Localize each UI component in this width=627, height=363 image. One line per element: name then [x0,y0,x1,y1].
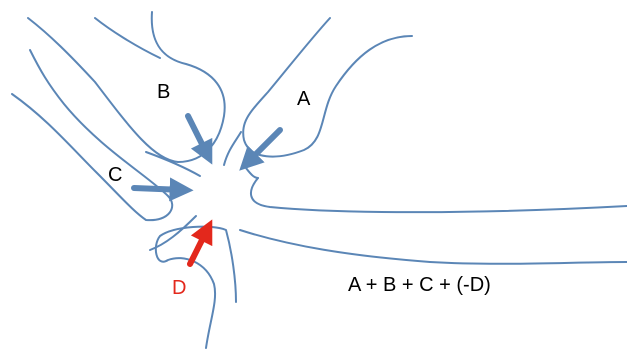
arrow-b [188,116,208,156]
arrow-c [134,188,184,190]
axon-lower-membrane [240,230,627,264]
terminal-a [243,18,412,157]
terminal-b-outer [95,18,160,58]
axon-upper-membrane [251,178,627,212]
summation-formula: A + B + C + (-D) [348,275,491,295]
terminal-d [156,227,236,348]
label-d: D [172,278,186,298]
soma-membrane-left [146,152,200,176]
terminal-c [12,50,172,220]
label-c: C [108,165,122,185]
soma-membrane-top [224,132,241,165]
label-b: B [157,82,170,102]
label-a: A [297,89,310,109]
soma-membrane-right [246,168,258,178]
arrow-a [246,130,280,164]
arrow-d [190,228,208,264]
terminal-b [28,12,225,162]
